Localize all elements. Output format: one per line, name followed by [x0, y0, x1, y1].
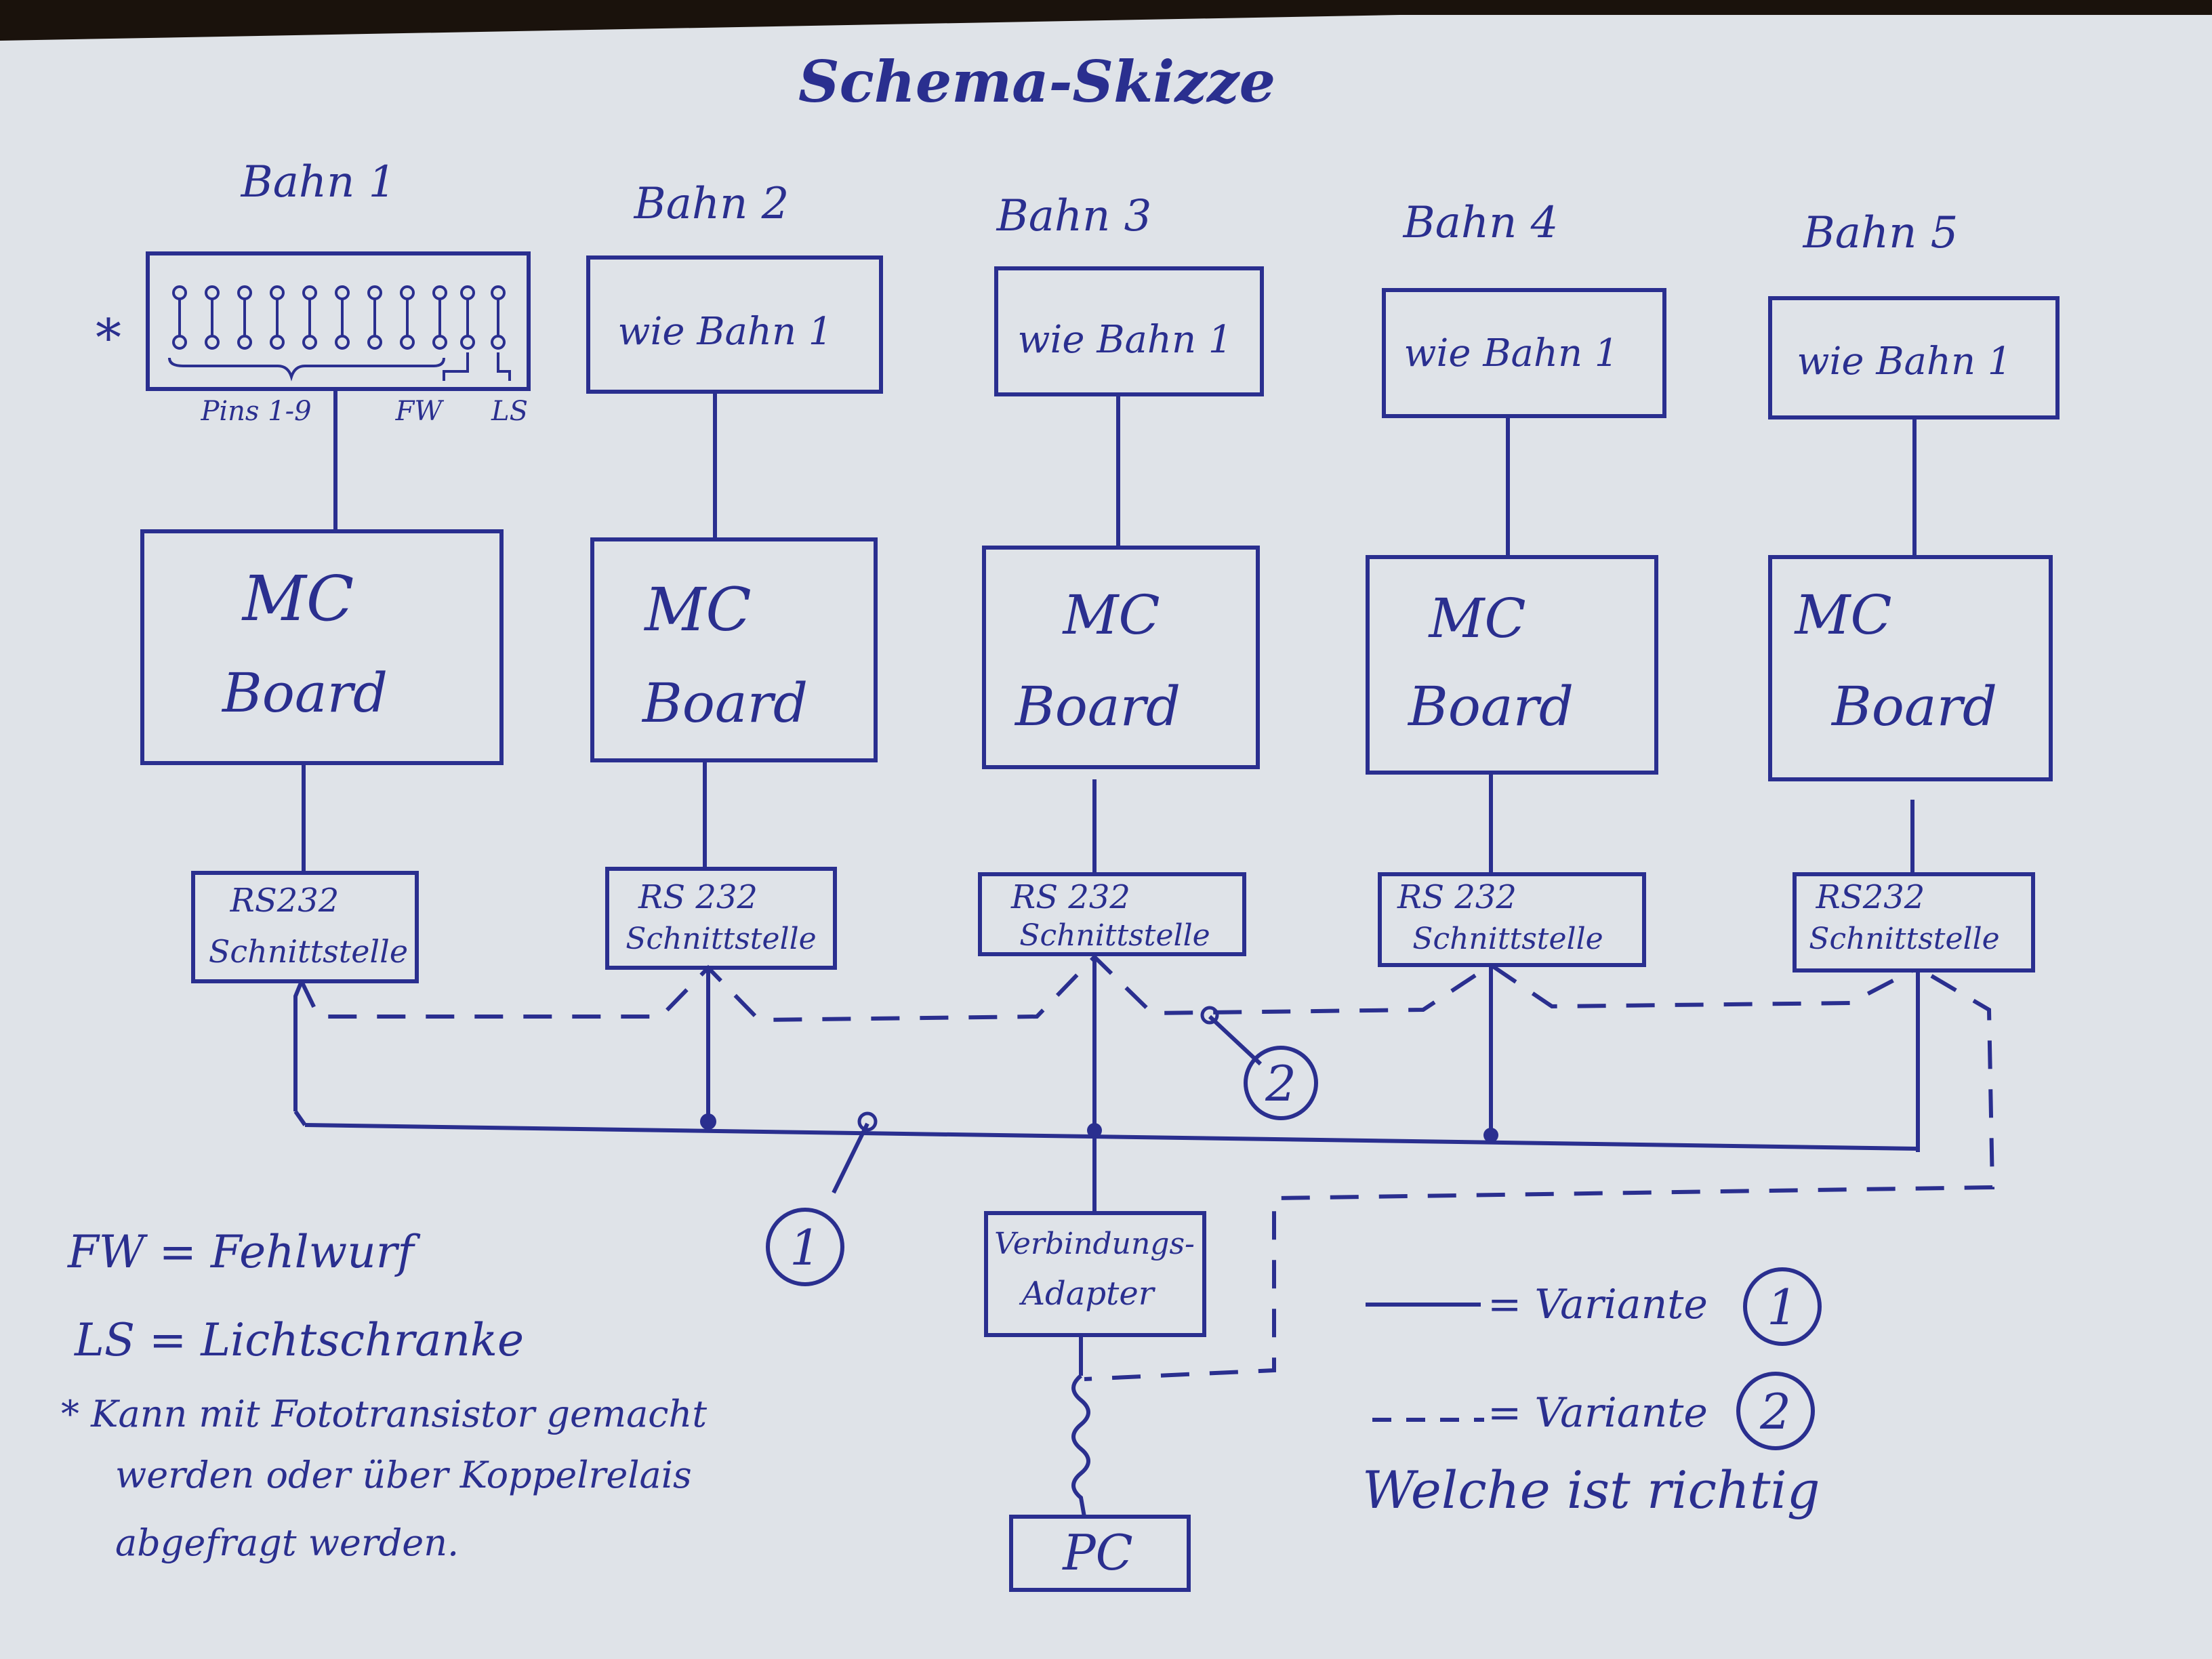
rs232-lane-1: [191, 871, 419, 983]
mc-board-line2: Board: [641, 672, 808, 735]
lane-5-label: Bahn 5: [1803, 208, 1959, 258]
sensor-box-text: wie Bahn 1: [618, 310, 833, 354]
diagram-title: Schema-Skizze: [798, 48, 1275, 115]
daisy-chain: [300, 954, 1914, 1023]
mc-board-line1: MC: [643, 575, 751, 644]
lane-4-label: Bahn 4: [1403, 198, 1559, 248]
legend-variant2-number: 2: [1759, 1383, 1791, 1440]
sensor-box-lane-2: [586, 255, 883, 394]
fw-definition: FW = Fehlwurf: [67, 1226, 421, 1278]
sensor-asterisk: *: [96, 308, 121, 368]
bus-left-drop: [293, 980, 304, 1111]
adapter-box: [984, 1211, 1206, 1337]
bus-junction: [700, 1113, 716, 1130]
legend-variant1-circle: [1743, 1267, 1822, 1346]
fw-label: FW: [395, 396, 445, 427]
dashed-return: [1084, 974, 1995, 1381]
rs232-line2: Schnittstelle: [626, 922, 816, 956]
lane-2: [586, 255, 883, 970]
bus-junction: [1087, 1123, 1102, 1138]
sensor-box-text: wie Bahn 1: [1404, 331, 1619, 375]
mc-board-lane-5: [1768, 555, 2053, 781]
sensor-box-text: wie Bahn 1: [1018, 318, 1233, 362]
lane-3: [978, 266, 1264, 956]
lane-4: [1366, 288, 1666, 967]
pc-box: [1009, 1515, 1191, 1592]
lane-3-label: Bahn 3: [996, 191, 1152, 241]
footnote-line3: abgefragt werden.: [115, 1521, 459, 1564]
mc-board-line1: MC: [1061, 583, 1160, 647]
mc-board-lane-2: [590, 537, 878, 762]
legend-variant2-text: = Variante: [1488, 1389, 1708, 1437]
rs232-lane-5: [1793, 872, 2035, 972]
adapter-line1: Verbindungs-: [994, 1227, 1195, 1261]
variant-1-wiring: [293, 954, 1920, 1517]
sensor-box-lane-3: [994, 266, 1264, 396]
sensor-panel-lane-1: [146, 251, 531, 391]
bus-line: [304, 1123, 1919, 1151]
footnote-line1: * Kann mit Fototransistor gemacht: [61, 1393, 707, 1435]
question-text: Welche ist richtig: [1362, 1460, 1820, 1520]
rs232-line1: RS 232: [638, 878, 758, 916]
rs232-line1: RS 232: [1010, 878, 1130, 916]
serial-cable: [1071, 1374, 1090, 1517]
mc-board-lane-3: [982, 546, 1260, 769]
ls-definition: LS = Lichtschranke: [74, 1314, 524, 1366]
rs232-line2: Schnittstelle: [209, 933, 408, 970]
sensor-box-lane-4: [1382, 288, 1666, 418]
rs232-line1: RS232: [1816, 878, 1925, 916]
lane-5: [1768, 296, 2060, 972]
rs232-lane-3: [978, 872, 1246, 956]
table-top-strip: [0, 0, 2212, 15]
mc-board-line1: MC: [241, 562, 354, 635]
rs232-line1: RS232: [230, 882, 340, 920]
marker1-circle: [766, 1208, 844, 1286]
mc-board-lane-4: [1366, 555, 1658, 775]
mc-board-line1: MC: [1427, 587, 1525, 650]
mc-board-line1: MC: [1793, 583, 1891, 647]
legend-variant2-circle: [1736, 1372, 1815, 1450]
mc-board-line2: Board: [1830, 675, 1997, 738]
marker2-number: 2: [1265, 1055, 1296, 1112]
rs232-lane-2: [605, 867, 837, 970]
rs232-line2: Schnittstelle: [1412, 922, 1603, 956]
rs232-line2: Schnittstelle: [1019, 918, 1210, 953]
legend-variant1-text: = Variante: [1488, 1281, 1708, 1328]
footnote-line2: werden oder über Koppelrelais: [115, 1454, 692, 1496]
mc-board-line2: Board: [1407, 675, 1574, 738]
rs232-lane-4: [1378, 872, 1646, 967]
sensor-pins: [168, 285, 511, 382]
sensor-box-text: wie Bahn 1: [1797, 340, 2012, 384]
pc-label: PC: [1061, 1524, 1133, 1581]
bus-junction: [1483, 1128, 1498, 1143]
lane-1-label: Bahn 1: [241, 157, 396, 207]
adapter-line2: Adapter: [1019, 1275, 1155, 1313]
variant-2-wiring: [300, 954, 1995, 1381]
mc-board-line2: Board: [1014, 675, 1181, 738]
marker2-circle: [1244, 1046, 1318, 1120]
lane-2-label: Bahn 2: [634, 179, 790, 229]
mc-board-line2: Board: [221, 661, 388, 724]
rs232-line2: Schnittstelle: [1809, 922, 1999, 956]
lane-1: [140, 251, 531, 983]
marker2-tap: [1200, 1006, 1219, 1025]
mc-board-lane-1: [140, 529, 504, 765]
bus-lane1-branch: [293, 1110, 307, 1126]
marker1-number: 1: [790, 1219, 821, 1276]
marker2-leader: [1208, 1015, 1263, 1066]
ls-label: LS: [491, 396, 528, 427]
legend-variant1-number: 1: [1767, 1279, 1798, 1336]
pins-label: Pins 1-9: [200, 396, 311, 427]
marker1-tap: [857, 1111, 878, 1132]
rs232-line1: RS 232: [1397, 878, 1517, 916]
marker1-leader: [832, 1122, 869, 1194]
bus-junctions: [700, 1113, 1498, 1143]
